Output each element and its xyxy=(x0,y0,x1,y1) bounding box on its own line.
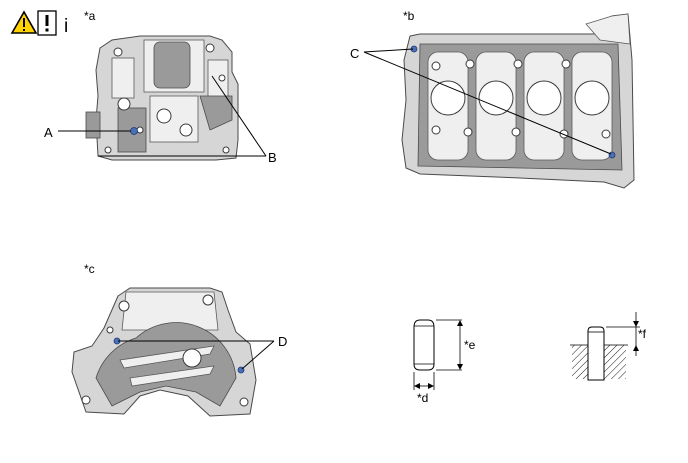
callout-c: C xyxy=(350,46,359,61)
leader-c-2 xyxy=(363,51,612,155)
dim-d-label: *d xyxy=(417,391,428,405)
callout-a: A xyxy=(44,125,53,140)
pin-protrusion-detail xyxy=(570,312,640,381)
point-marker-c-2 xyxy=(608,151,616,159)
dim-e-label: *e xyxy=(464,338,476,352)
point-marker-a xyxy=(130,127,138,135)
leader-b-1 xyxy=(211,75,267,157)
dim-f-label: *f xyxy=(638,327,647,341)
callout-d: D xyxy=(278,334,287,349)
view-a-label: *a xyxy=(84,9,96,23)
exclamation-box-icon xyxy=(37,10,57,36)
info-icon: i xyxy=(64,16,68,37)
warning-triangle-icon xyxy=(10,10,38,34)
cylinder-block-front-view xyxy=(85,35,239,161)
dowel-pin-detail xyxy=(413,319,463,390)
view-b-label: *b xyxy=(403,9,415,23)
cylinder-block-rear-view xyxy=(71,287,257,417)
cylinder-block-bottom-view xyxy=(401,13,635,189)
callout-b: B xyxy=(268,150,277,165)
view-c-label: *c xyxy=(84,262,95,276)
leader-d-2 xyxy=(241,340,275,370)
leader-c-1 xyxy=(363,48,414,53)
